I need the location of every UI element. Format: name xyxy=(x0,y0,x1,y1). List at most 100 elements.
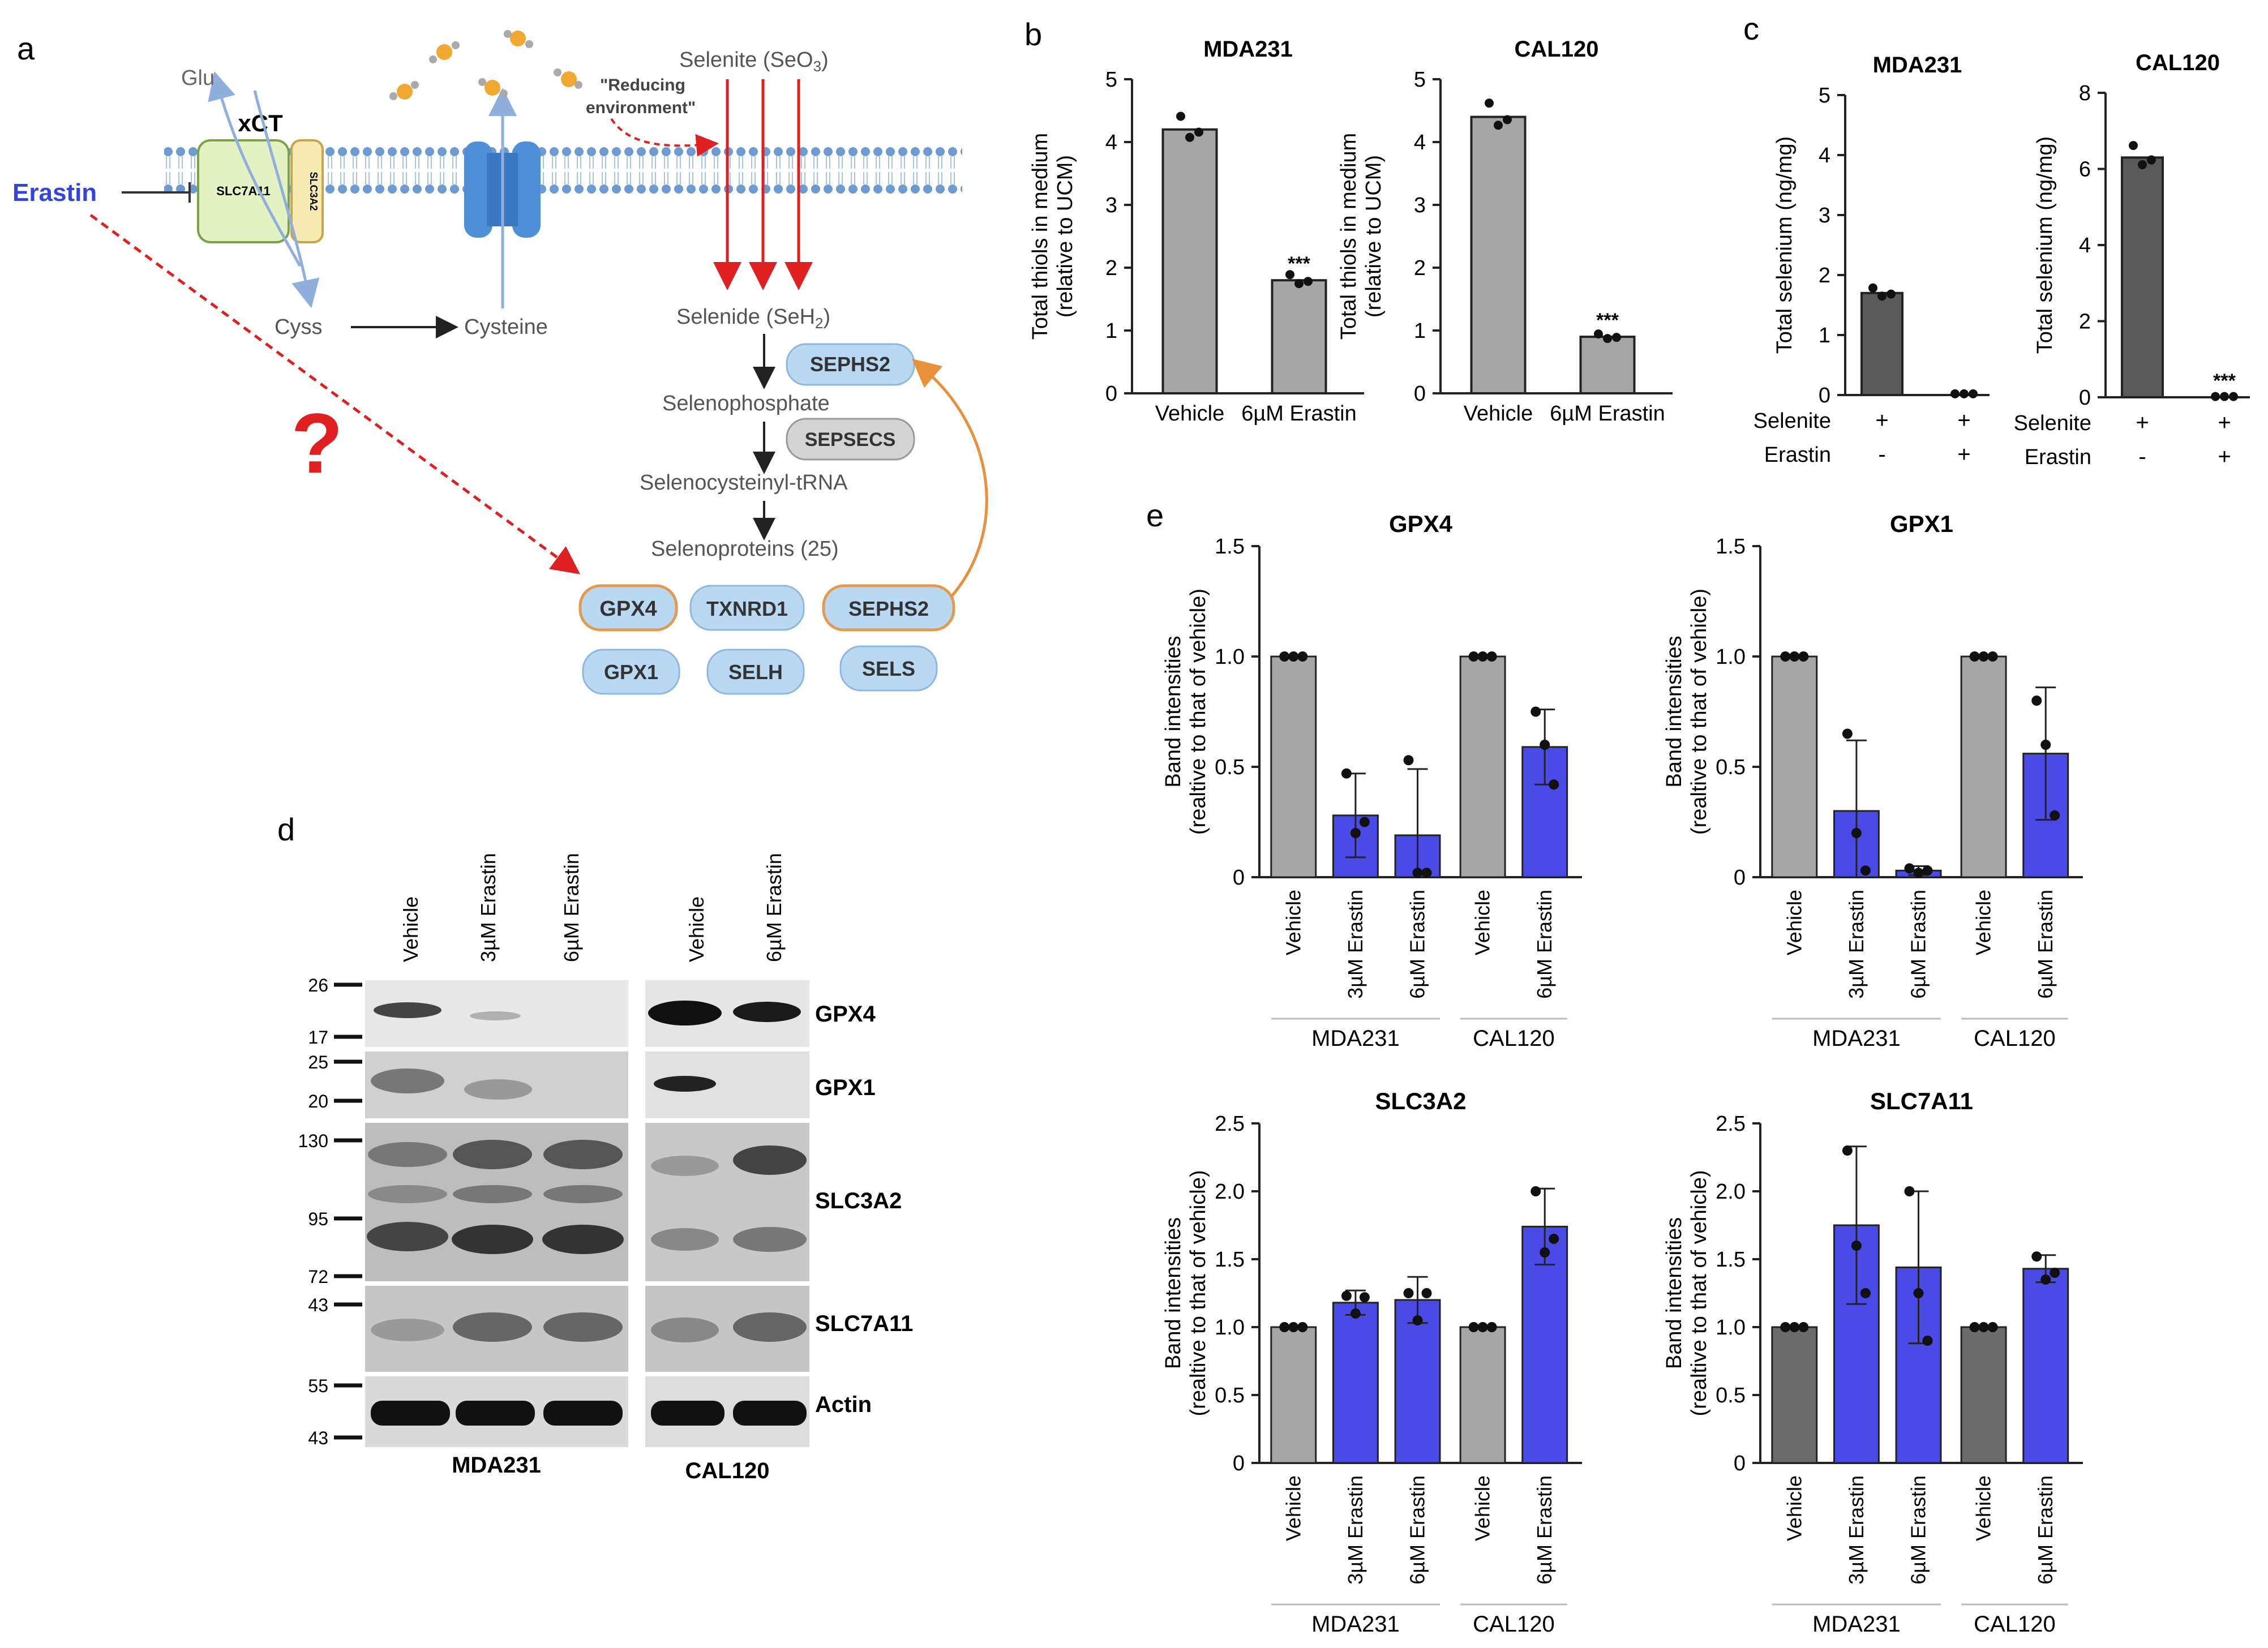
c-chart-1-point-1-1 xyxy=(2220,392,2229,401)
b-chart-0-xlabel-1: 6µM Erastin xyxy=(1241,402,1357,426)
e-chart-0-point-4-1 xyxy=(1540,740,1550,750)
e-chart-2-title: SLC3A2 xyxy=(1375,1088,1466,1114)
e-chart-2-point-2-2 xyxy=(1421,1288,1432,1298)
e-chart-0-point-3-0 xyxy=(1468,651,1479,662)
reducing-label-1: "Reducing xyxy=(600,76,685,95)
b-chart-1-ytick-label-1: 1 xyxy=(1414,319,1426,343)
e-chart-3-ytick-label-0: 0 xyxy=(1734,1452,1746,1475)
e-chart-0-point-4-2 xyxy=(1549,779,1559,790)
e-chart-1-point-4-1 xyxy=(2040,740,2051,750)
b-chart-1-ytick-label-2: 2 xyxy=(1414,256,1426,280)
e-chart-0-point-2-2 xyxy=(1421,868,1432,878)
e-chart-3-bar-0 xyxy=(1771,1326,1818,1464)
txnrd1-pill xyxy=(689,585,805,631)
panel-letter-b: b xyxy=(1024,16,1042,52)
slc3a2-label: SLC3A2 xyxy=(308,171,319,211)
b-chart-0-ylabel-line1: Total thiols in medium xyxy=(1028,133,1052,340)
e-chart-1-point-2-2 xyxy=(1922,865,1933,876)
marker-95: 95 xyxy=(308,1209,328,1229)
feedback-arrow xyxy=(911,358,988,598)
c-chart-0-bar-0 xyxy=(1860,291,1903,396)
panel-letter-d: d xyxy=(277,812,295,847)
gpx1-pill-label: GPX1 xyxy=(604,660,658,684)
e-chart-3-ylabel-line1: Band intensities xyxy=(1662,1217,1686,1369)
e-chart-3-xlabel-0: Vehicle xyxy=(1782,1475,1806,1541)
channel-left xyxy=(464,141,492,238)
c-chart-0-title: MDA231 xyxy=(1873,53,1962,78)
sepsecs-enzyme-pill xyxy=(786,418,915,461)
e-chart-1-point-4-0 xyxy=(2031,696,2042,706)
selenocysteinyl-label: Selenocysteinyl-tRNA xyxy=(640,471,848,495)
c-chart-1-point-1-2 xyxy=(2229,392,2238,401)
e-chart-2-xlabel-1: 3µM Erastin xyxy=(1344,1475,1367,1585)
e-chart-3-point-2-0 xyxy=(1904,1186,1915,1196)
e-chart-0-point-4-0 xyxy=(1530,706,1541,717)
e-chart-2-group-label-0: MDA231 xyxy=(1311,1612,1400,1637)
b-chart-0-ytick-label-0: 0 xyxy=(1105,382,1117,406)
e-chart-0-bar-4 xyxy=(1521,746,1568,878)
e-chart-1-ytick-label-1: 0.5 xyxy=(1716,756,1746,779)
e-chart-2-point-3-0 xyxy=(1468,1322,1479,1332)
c-chart-0-point-1-0 xyxy=(1950,389,1960,398)
selenite-label: Selenite (SeO3) xyxy=(679,48,829,75)
e-chart-0-bar-3 xyxy=(1459,655,1506,878)
e-chart-0-xlabel-1: 3µM Erastin xyxy=(1344,890,1367,999)
b-chart-1-ylabel: Total thiols in medium(relative to UCM) xyxy=(1337,133,1386,340)
blot-label-slc7a11: SLC7A11 xyxy=(815,1311,913,1336)
b-chart-0-ytick-label-4: 4 xyxy=(1105,131,1117,154)
marker-20: 20 xyxy=(308,1091,328,1111)
marker-130: 130 xyxy=(298,1131,328,1151)
panel-letter-c: c xyxy=(1743,11,1759,46)
gpx4-pill xyxy=(578,584,678,632)
b-chart-0-point-0-0 xyxy=(1176,111,1185,121)
selh-pill xyxy=(706,649,805,695)
e-chart-3-point-3-0 xyxy=(1969,1322,1980,1332)
e-chart-2-xlabel-3: Vehicle xyxy=(1471,1475,1494,1541)
b-chart-1-point-0-1 xyxy=(1494,121,1503,130)
e-chart-0-title: GPX4 xyxy=(1389,510,1453,537)
c-chart-0-selenite-0: + xyxy=(1875,408,1888,433)
blot-label-actin: Actin xyxy=(815,1392,872,1417)
c-chart-1-selenite-row-label: Selenite xyxy=(2014,411,2091,435)
e-chart-1-title: GPX1 xyxy=(1890,510,1953,537)
c-chart-0-ytick-label-1: 1 xyxy=(1819,324,1830,347)
b-chart-1-bar-1 xyxy=(1579,336,1636,394)
b-chart-0-ytick-label-2: 2 xyxy=(1105,256,1117,280)
b-chart-0-ytick-label-5: 5 xyxy=(1105,68,1117,92)
e-chart-1-point-2-0 xyxy=(1904,863,1915,874)
selenite-molecules xyxy=(389,30,582,100)
b-chart-0-ytick-label-3: 3 xyxy=(1105,194,1117,217)
panel-letter-a: a xyxy=(17,31,35,66)
blot-label-slc3a2: SLC3A2 xyxy=(815,1188,902,1213)
e-chart-2-ytick-label-5: 2.5 xyxy=(1215,1112,1245,1136)
blot-label-gpx1: GPX1 xyxy=(815,1075,876,1100)
c-chart-0-ytick-label-4: 4 xyxy=(1819,144,1830,168)
e-chart-3-ylabel: Band intensities(realtive to that of veh… xyxy=(1662,1170,1711,1416)
e-chart-0-point-0-2 xyxy=(1297,651,1308,662)
marker-25: 25 xyxy=(308,1052,328,1072)
e-chart-2-ytick-label-4: 2.0 xyxy=(1215,1180,1245,1204)
e-chart-1-bar-3 xyxy=(1960,655,2007,878)
b-chart-0-title: MDA231 xyxy=(1203,37,1293,62)
e-chart-1-point-0-0 xyxy=(1780,651,1791,662)
e-chart-1-ytick-label-2: 1.0 xyxy=(1716,645,1746,669)
c-chart-1-point-1-0 xyxy=(2211,392,2220,401)
b-chart-0-point-0-1 xyxy=(1185,132,1194,142)
e-chart-1-bar-0 xyxy=(1771,655,1818,878)
sephs2-pill-label: SEPHS2 xyxy=(848,597,929,620)
e-chart-2-bar-4 xyxy=(1521,1225,1568,1464)
c-chart-1-title: CAL120 xyxy=(2136,50,2220,75)
e-chart-0-point-2-1 xyxy=(1412,868,1423,878)
e-chart-1-point-1-1 xyxy=(1851,828,1862,838)
e-chart-2-point-0-2 xyxy=(1297,1322,1308,1332)
e-chart-3-ytick-label-3: 1.5 xyxy=(1716,1248,1746,1272)
e-chart-3-point-2-1 xyxy=(1913,1288,1924,1298)
e-chart-2-point-0-0 xyxy=(1279,1322,1290,1332)
b-chart-0-point-1-0 xyxy=(1285,270,1294,280)
e-chart-1-point-1-2 xyxy=(1860,865,1871,876)
e-chart-2-ytick-label-1: 0.5 xyxy=(1215,1384,1245,1407)
e-chart-3-ytick-label-2: 1.0 xyxy=(1716,1316,1746,1340)
e-chart-1-point-4-2 xyxy=(2050,810,2060,821)
e-chart-0-ylabel: Band intensities(realtive to that of veh… xyxy=(1161,589,1210,835)
